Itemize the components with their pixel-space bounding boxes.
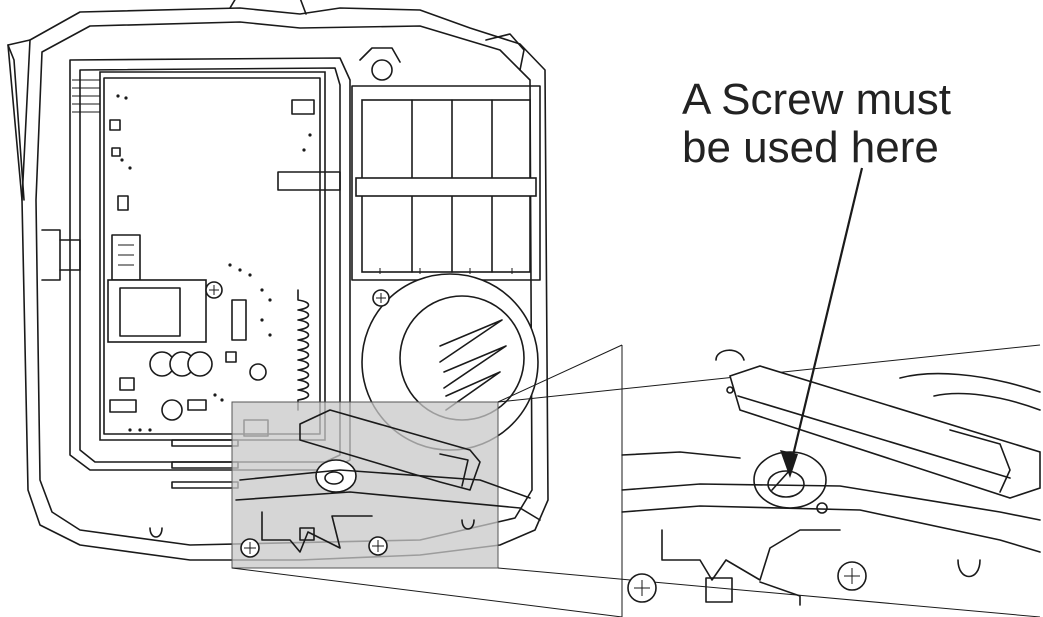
battery-pack bbox=[351, 85, 541, 281]
callout-line-1: A Screw must bbox=[682, 75, 951, 124]
callout-arrow bbox=[780, 167, 864, 478]
callout-label: A Screw must be used here bbox=[682, 76, 1022, 172]
circuit-board bbox=[72, 71, 326, 489]
callout-line-2: be used here bbox=[682, 123, 939, 172]
tamper-spring bbox=[277, 171, 341, 411]
zoom-region-highlight bbox=[231, 401, 499, 569]
enlarged-detail-view bbox=[621, 349, 1041, 606]
mounting-bracket-small bbox=[149, 409, 541, 558]
